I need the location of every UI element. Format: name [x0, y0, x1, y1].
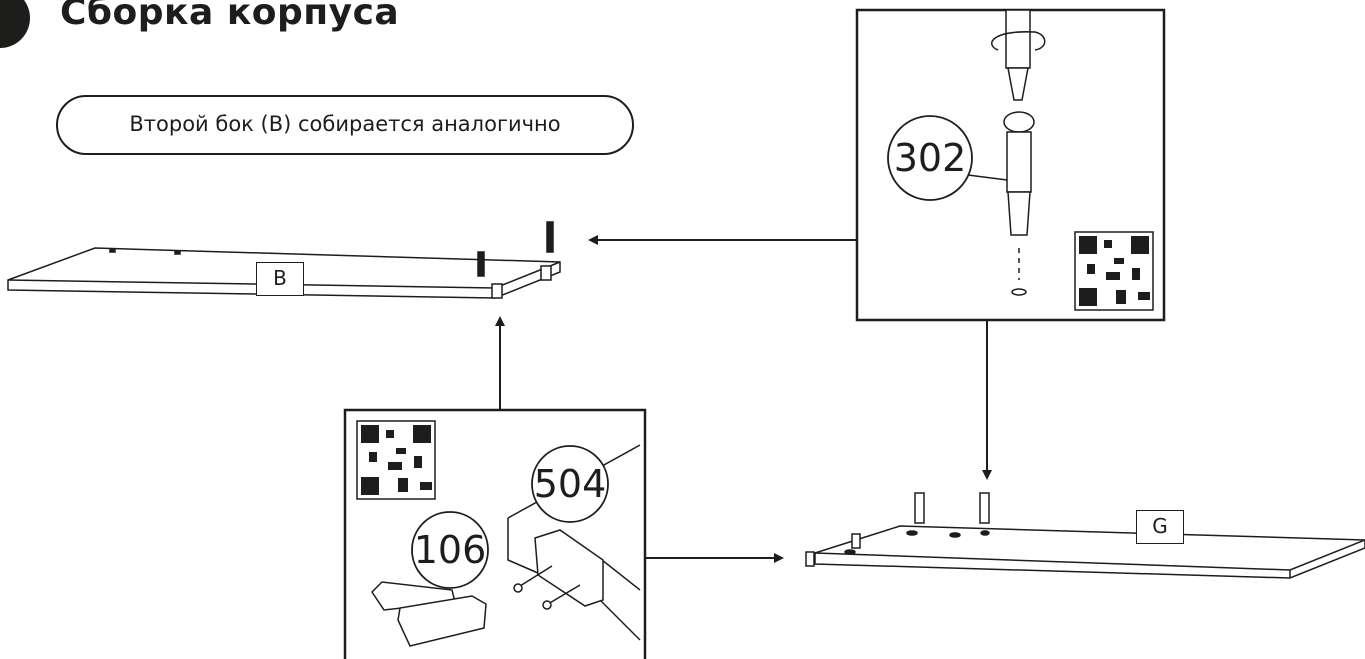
- screwdriver-icon: [1005, 9, 1031, 101]
- rotation-icon: [991, 31, 1046, 51]
- arrow-icon: [495, 235, 992, 563]
- screw-icon: [477, 221, 554, 277]
- part-number-504: 504: [533, 462, 607, 506]
- panel-b-label: B: [256, 262, 304, 296]
- panel-g-label: G: [1136, 510, 1184, 544]
- screw-icon: [914, 492, 990, 524]
- step-title: Сборка корпуса: [60, 0, 400, 33]
- qr-code-icon: [1074, 231, 1154, 311]
- part-number-106: 106: [413, 528, 487, 572]
- assembly-note: Второй бок (B) собирается аналогично: [56, 95, 634, 155]
- screw-icon: [1003, 111, 1035, 236]
- detail-box-bracket: [343, 408, 647, 659]
- detail-box-screw: [855, 8, 1166, 322]
- part-number-302: 302: [893, 136, 967, 180]
- qr-code-icon: [356, 420, 436, 500]
- panel-g: [805, 525, 1365, 579]
